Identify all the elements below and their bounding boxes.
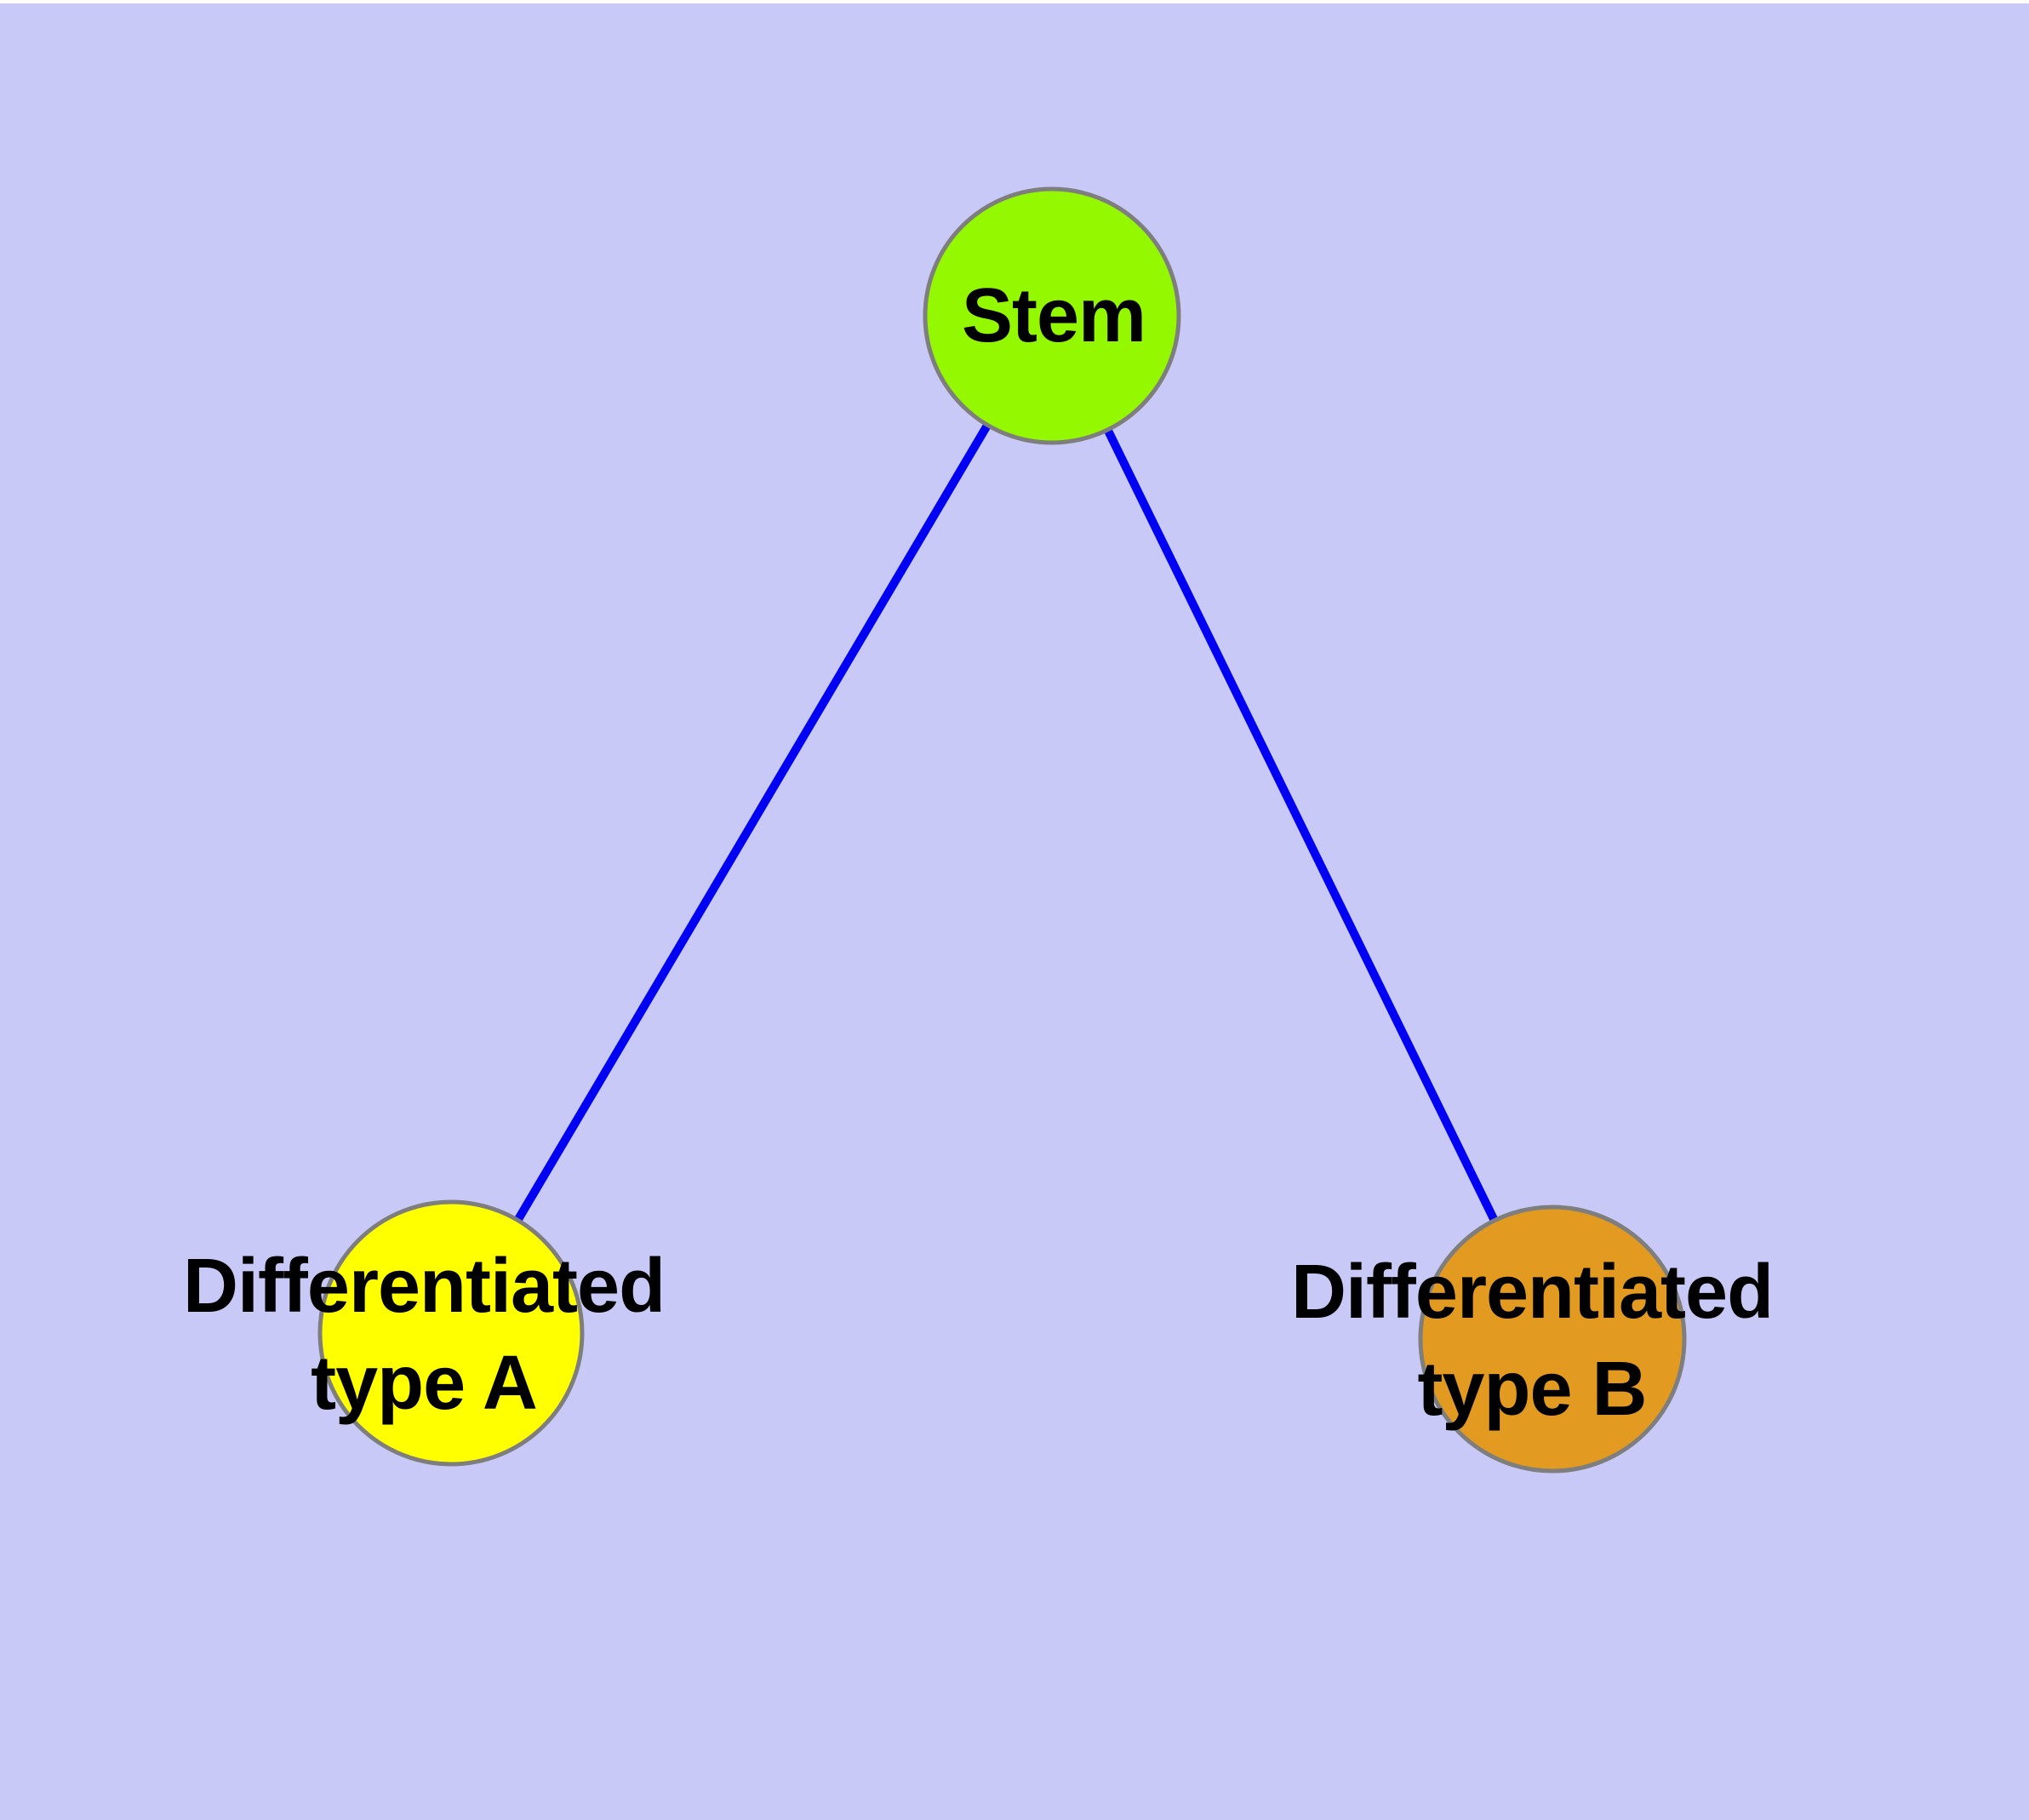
node-type-a-circle (317, 1199, 585, 1467)
node-type-a-label: Differentiated type A (182, 1238, 666, 1432)
node-type-a-label-line2: type A (311, 1341, 538, 1426)
node-stem-label-line: Stem (961, 273, 1146, 358)
node-stem-label: Stem (962, 267, 1146, 364)
node-type-b-label: Differentiated type B (1290, 1244, 1774, 1438)
edge-stem-to-type-b (1048, 313, 1557, 1342)
top-border-strip (0, 0, 2029, 3)
node-type-a-label-line1: Differentiated (182, 1244, 666, 1329)
edge-stem-to-type-a (447, 313, 1056, 1336)
node-type-b-label-line2: type B (1417, 1347, 1647, 1432)
node-type-b-circle (1418, 1205, 1687, 1474)
node-stem-circle (923, 186, 1181, 445)
node-type-b-label-line1: Differentiated (1290, 1250, 1774, 1335)
